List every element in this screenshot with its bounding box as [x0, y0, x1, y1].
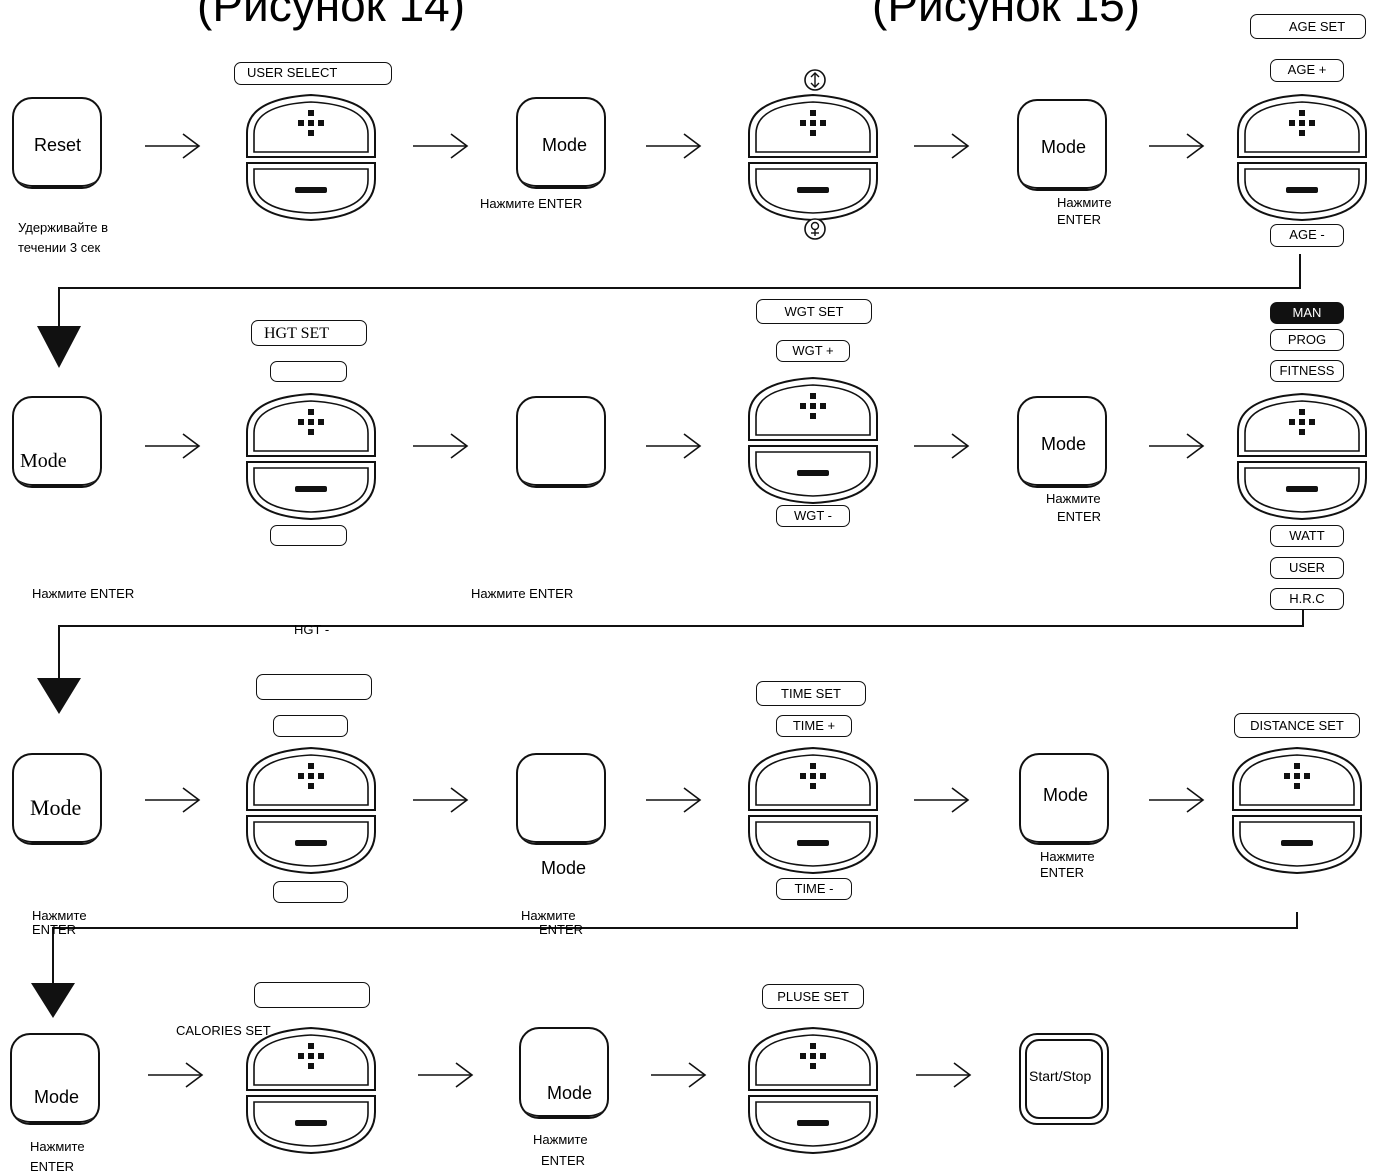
plus-minus-keypad-icon	[246, 393, 376, 520]
down-arrow-icon	[31, 983, 75, 1018]
time-set-label: TIME SET	[756, 681, 866, 706]
plus-minus-keypad-icon	[748, 94, 878, 221]
plus-minus-keypad-icon	[246, 747, 376, 874]
female-icon	[804, 218, 826, 240]
mode-button-label: Mode	[34, 1087, 80, 1107]
time-minus-label: TIME -	[776, 878, 852, 900]
mode-label: Mode	[541, 858, 587, 878]
press-enter-note: Нажмите ENTER	[32, 586, 135, 601]
pluse-set-label: PLUSE SET	[762, 984, 864, 1009]
blank-label	[270, 361, 347, 382]
mode-button[interactable]: Mode	[1017, 99, 1107, 191]
mode-button-label: Mode	[542, 135, 588, 155]
mode-button[interactable]: Mode	[12, 753, 102, 845]
plus-minus-keypad-icon	[748, 1027, 878, 1154]
enter-note: ENTER	[1057, 509, 1102, 524]
start-stop-button[interactable]: Start/Stop	[1019, 1033, 1109, 1125]
user-select-label: USER SELECT	[234, 62, 392, 85]
start-stop-label: Start/Stop	[1029, 1068, 1092, 1084]
mode-button-label: Mode	[20, 450, 67, 472]
down-arrow-icon	[37, 326, 81, 368]
connector-line-1	[58, 254, 1301, 330]
press-note: Нажмите	[30, 1139, 85, 1154]
blank-button[interactable]	[516, 396, 606, 488]
age-minus-label: AGE -	[1270, 224, 1344, 247]
enter-note: ENTER	[1040, 865, 1085, 880]
connector-line-2	[58, 610, 1304, 684]
calories-set-label: CALORIES SET	[176, 1023, 271, 1038]
wgt-set-label: WGT SET	[756, 299, 872, 324]
press-note: Нажмите	[521, 908, 576, 923]
fitness-label: FITNESS	[1270, 360, 1344, 382]
time-plus-label: TIME +	[776, 715, 852, 737]
age-set-label: AGE SET	[1250, 14, 1366, 39]
press-note: Нажмите	[1046, 491, 1101, 506]
blank-label	[270, 525, 347, 546]
press-note: Нажмите	[32, 908, 87, 923]
mode-button-label: Mode	[1043, 785, 1089, 805]
male-icon	[804, 69, 826, 91]
figure-14-title: (Рисунок 14)	[197, 0, 466, 31]
blank-label	[256, 674, 372, 700]
enter-note: ENTER	[32, 922, 77, 937]
age-plus-label: AGE +	[1270, 59, 1344, 82]
press-note: Нажмите	[1057, 195, 1112, 210]
hold-note-line1: Удерживайте в	[18, 220, 109, 235]
mode-button[interactable]: Mode	[12, 396, 102, 488]
mode-button[interactable]: Mode	[519, 1027, 609, 1119]
mode-button-label: Mode	[30, 795, 82, 820]
press-enter-note: Нажмите ENTER	[480, 196, 583, 211]
hold-note-line2: течении 3 сек	[18, 240, 101, 255]
mode-button-label: Mode	[1041, 137, 1087, 157]
hgt-set-label: HGT SET	[251, 320, 367, 346]
press-note: Нажмите	[533, 1132, 588, 1147]
distance-set-label: DISTANCE SET	[1234, 713, 1360, 738]
blank-label	[273, 881, 348, 903]
blank-label	[254, 982, 370, 1008]
enter-note: ENTER	[30, 1159, 75, 1174]
start-stop-inner	[1025, 1039, 1103, 1119]
enter-note: ENTER	[539, 922, 584, 937]
mode-button[interactable]: Mode	[516, 97, 606, 189]
figure-15-title: (Рисунок 15)	[872, 0, 1141, 31]
plus-minus-keypad-icon	[246, 94, 376, 221]
plus-minus-keypad-icon	[1232, 747, 1362, 874]
plus-minus-keypad-icon	[748, 377, 878, 504]
blank-button[interactable]	[516, 753, 606, 845]
wgt-minus-label: WGT -	[776, 505, 850, 527]
plus-minus-keypad-icon	[1237, 94, 1367, 221]
mode-button[interactable]: Mode	[1019, 753, 1109, 845]
prog-label: PROG	[1270, 329, 1344, 351]
press-note: Нажмите	[1040, 849, 1095, 864]
mode-button-label: Mode	[1041, 434, 1087, 454]
press-enter-note: Нажмите ENTER	[471, 586, 574, 601]
watt-label: WATT	[1270, 525, 1344, 547]
down-arrow-icon	[37, 678, 81, 714]
mode-button-label: Mode	[547, 1083, 593, 1103]
blank-label	[273, 715, 348, 737]
enter-note: ENTER	[1057, 212, 1102, 227]
reset-button[interactable]: Reset	[12, 97, 102, 189]
user-label: USER	[1270, 557, 1344, 579]
plus-minus-keypad-icon	[748, 747, 878, 874]
hgt-minus-label: HGT -	[294, 622, 330, 637]
reset-button-label: Reset	[34, 135, 82, 155]
plus-minus-keypad-icon	[246, 1027, 376, 1154]
wgt-plus-label: WGT +	[776, 340, 850, 362]
connector-line-3	[52, 912, 1298, 985]
plus-minus-keypad-icon	[1237, 393, 1367, 520]
mode-button[interactable]: Mode	[1017, 396, 1107, 488]
enter-note: ENTER	[541, 1153, 586, 1168]
mode-button[interactable]: Mode	[10, 1033, 100, 1125]
man-label: MAN	[1270, 302, 1344, 324]
hrc-label: H.R.C	[1270, 588, 1344, 610]
